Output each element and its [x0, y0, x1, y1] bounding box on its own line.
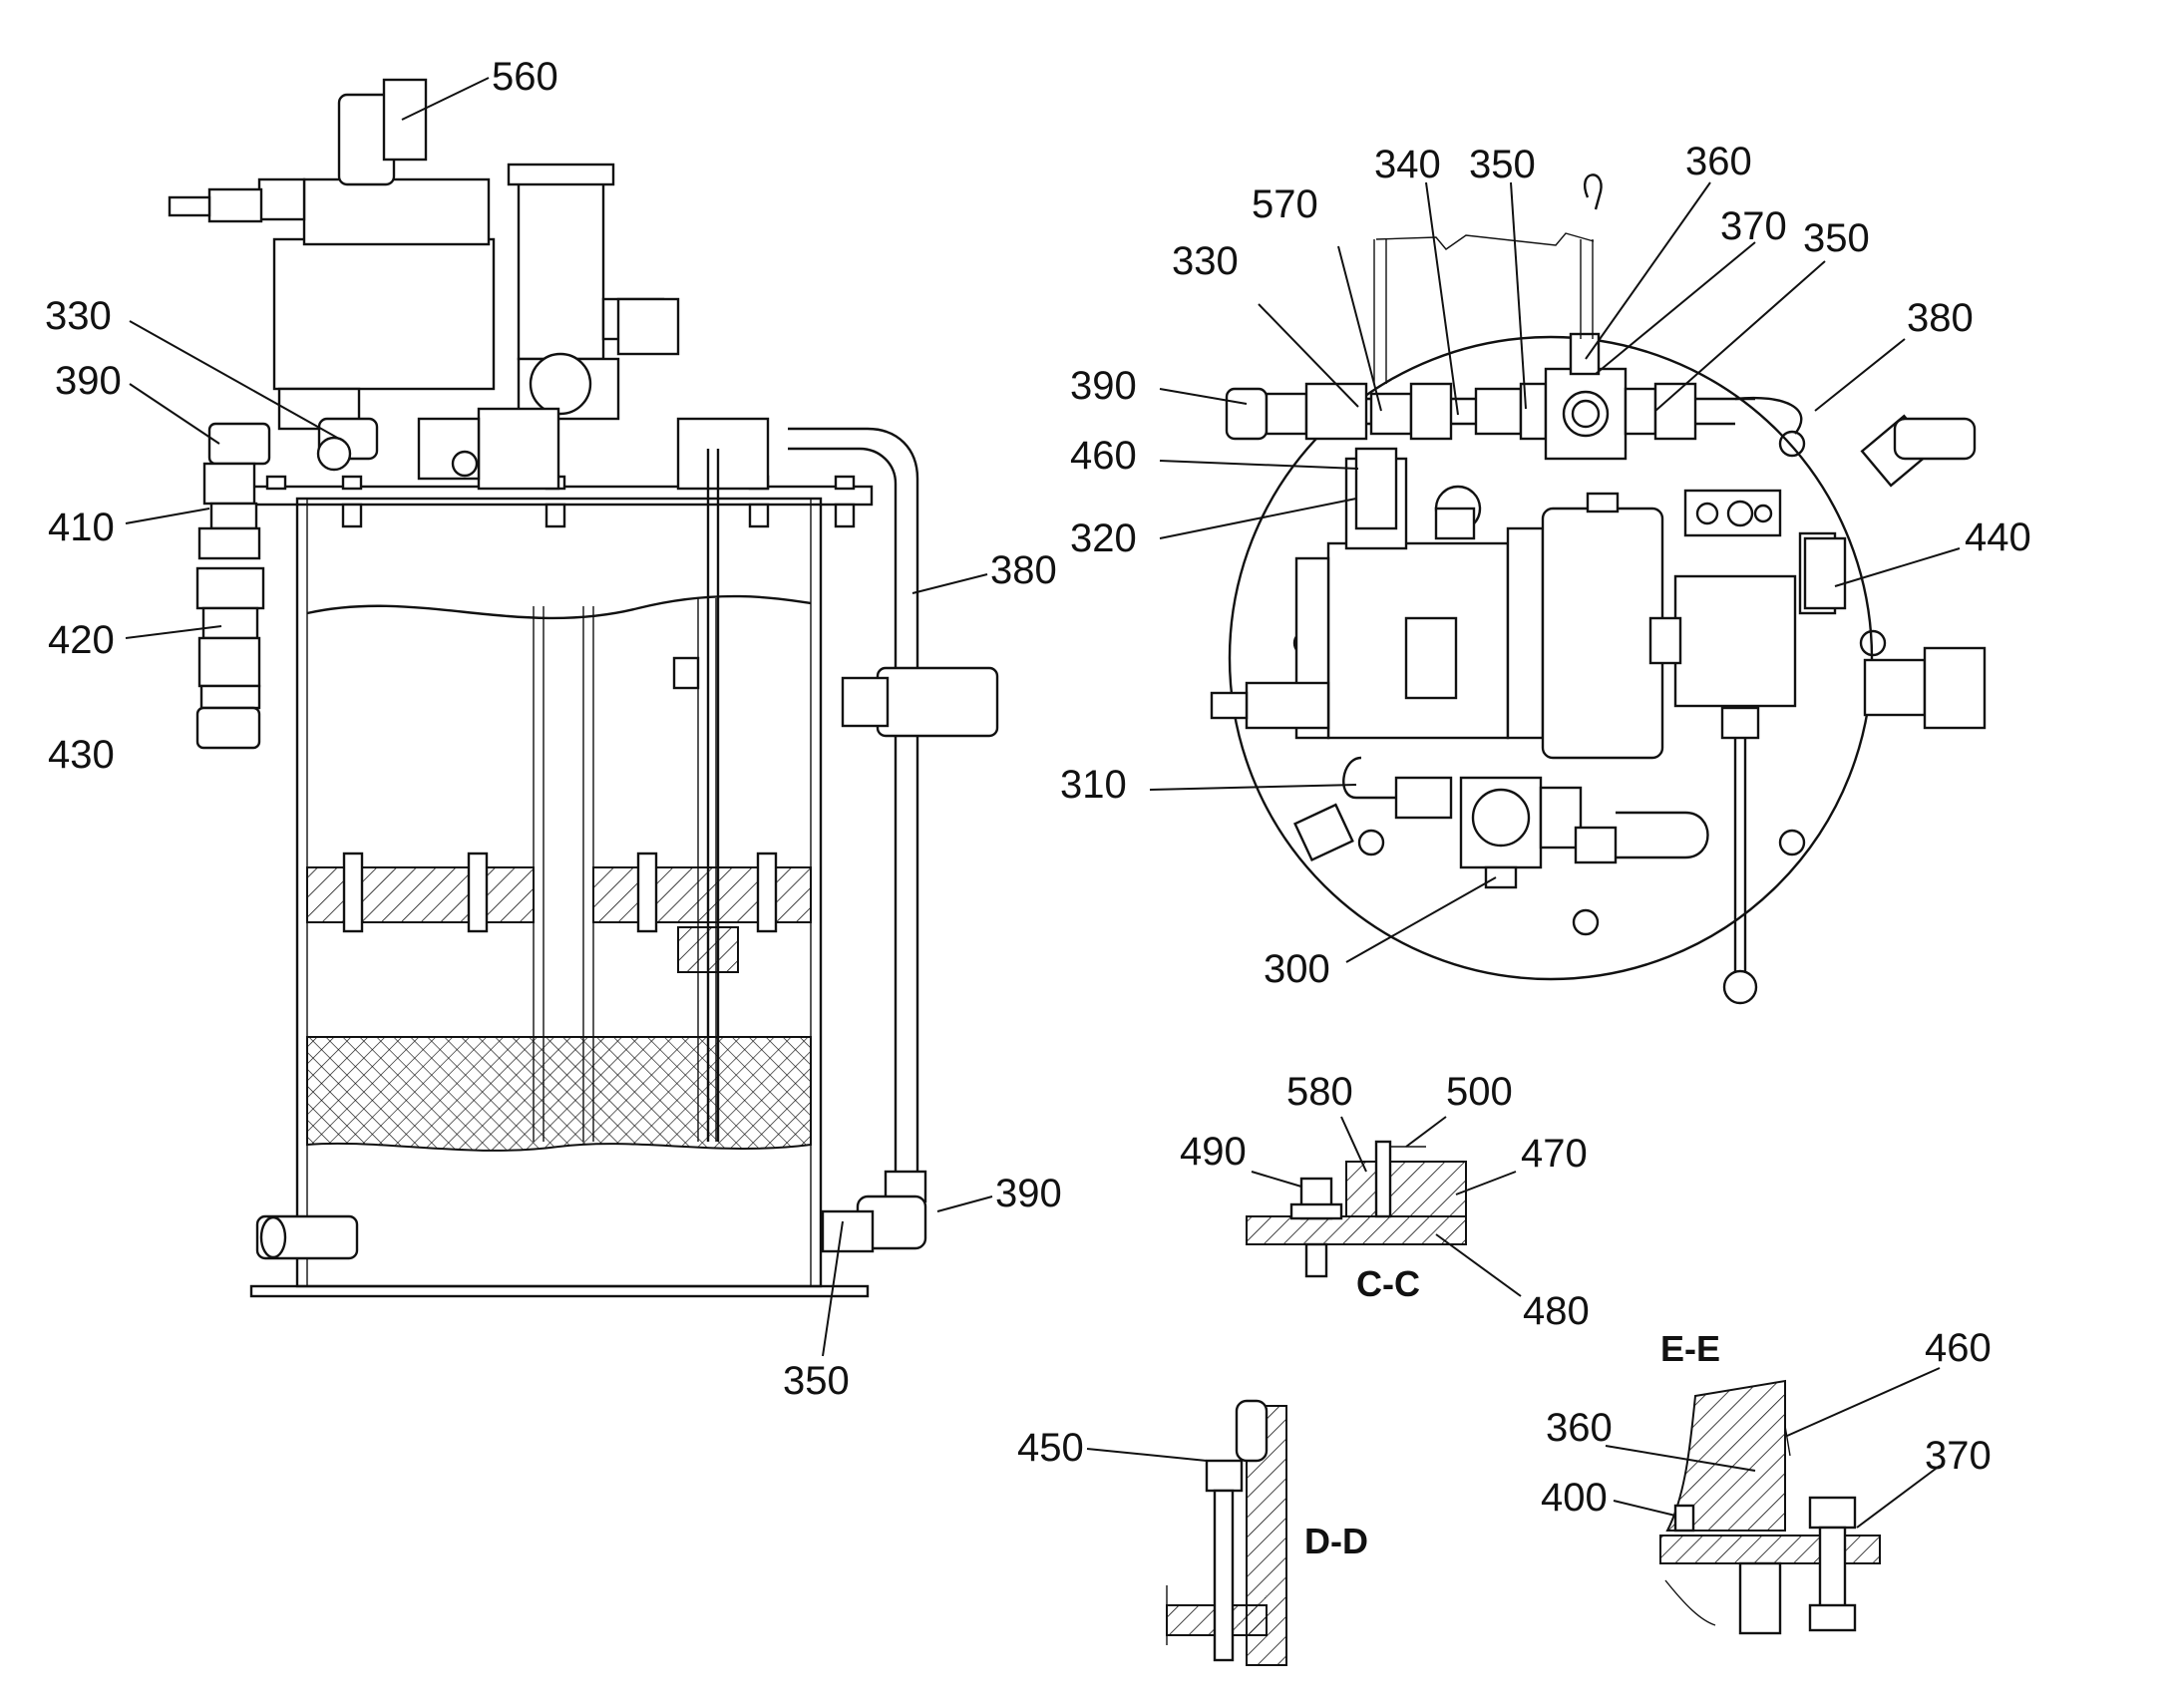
- label-470: 470: [1521, 1132, 1588, 1176]
- section-cc: [1246, 1140, 1467, 1278]
- label-320: 320: [1070, 516, 1137, 560]
- label-580: 580: [1286, 1070, 1353, 1114]
- label-570: 570: [1252, 182, 1318, 226]
- label-370-section: 370: [1925, 1434, 1992, 1478]
- label-370-top: 370: [1720, 204, 1787, 248]
- section-label-ee: E-E: [1660, 1328, 1720, 1369]
- label-350-top-left: 350: [1469, 143, 1536, 186]
- label-300: 300: [1264, 947, 1330, 991]
- label-360-top: 360: [1685, 140, 1752, 183]
- label-390-top: 390: [1070, 364, 1137, 408]
- label-420: 420: [48, 618, 115, 662]
- label-380-top: 380: [1907, 296, 1974, 340]
- leader-lines: [125, 77, 1961, 1529]
- label-410: 410: [48, 506, 115, 549]
- label-430: 430: [48, 733, 115, 777]
- reference-numerals: 560 330 390 410 420 430 380 390 350 570 …: [45, 55, 2031, 1520]
- label-360-section: 360: [1546, 1406, 1613, 1450]
- label-400: 400: [1541, 1476, 1608, 1520]
- label-560: 560: [492, 55, 558, 99]
- label-390-elevation-bottom: 390: [995, 1172, 1062, 1215]
- tank-elevation-view: [168, 78, 999, 1298]
- label-460-section: 460: [1925, 1326, 1992, 1370]
- tank-top-view: [1210, 173, 1987, 1005]
- label-330-top: 330: [1172, 239, 1239, 283]
- label-500: 500: [1446, 1070, 1513, 1114]
- label-480: 480: [1523, 1289, 1590, 1333]
- section-dd: [1166, 1399, 1287, 1666]
- label-380-elevation: 380: [990, 548, 1057, 592]
- label-350-top-right: 350: [1803, 216, 1870, 260]
- label-350-elevation: 350: [783, 1359, 850, 1403]
- section-ee: [1659, 1379, 1881, 1635]
- label-490: 490: [1180, 1130, 1247, 1174]
- label-440: 440: [1965, 515, 2031, 559]
- label-460-top: 460: [1070, 434, 1137, 478]
- label-310: 310: [1060, 763, 1127, 807]
- label-340: 340: [1374, 143, 1441, 186]
- label-390-elevation-top: 390: [55, 359, 122, 403]
- section-label-dd: D-D: [1304, 1521, 1368, 1561]
- label-330-elevation: 330: [45, 294, 112, 338]
- section-labels: C-C D-D E-E: [1304, 1263, 1720, 1561]
- section-label-cc: C-C: [1356, 1263, 1420, 1304]
- label-450: 450: [1017, 1426, 1084, 1470]
